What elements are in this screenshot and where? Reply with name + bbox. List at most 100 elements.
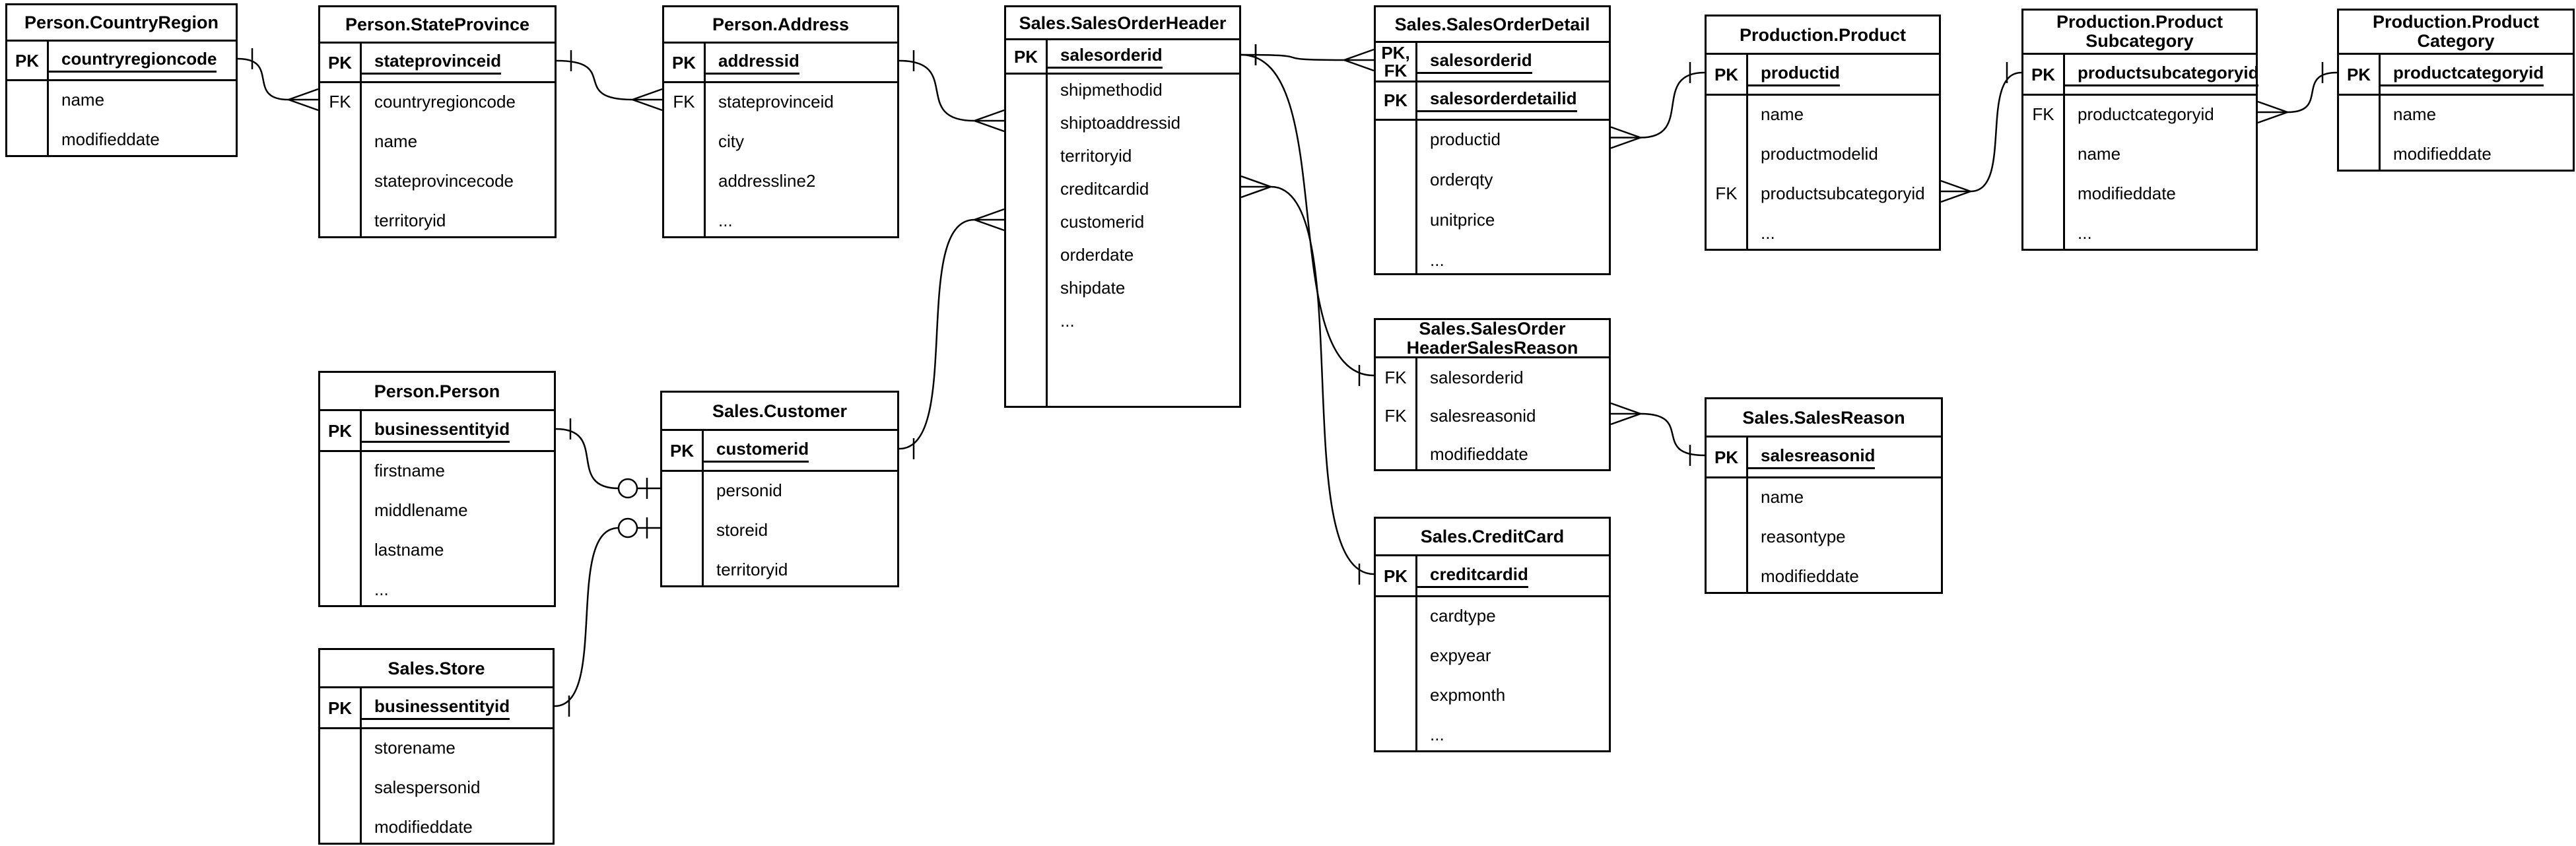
table-title-line: Category xyxy=(2417,31,2495,51)
field-row-personid: personid xyxy=(662,471,897,510)
field-name: territoryid xyxy=(374,210,446,230)
section-divider xyxy=(664,81,897,83)
field-row-name: name xyxy=(2023,134,2256,174)
field-row-more: ... xyxy=(2023,213,2256,253)
field-name: salesreasonid xyxy=(1746,445,1876,469)
field-name: orderqty xyxy=(1430,170,1493,189)
section-divider xyxy=(1376,80,1609,82)
field-name: expmonth xyxy=(1430,684,1506,705)
table-title: Sales.SalesOrderHeader xyxy=(1006,7,1239,40)
field-row-shiptoaddressid: shiptoaddressid xyxy=(1006,106,1239,139)
field-row-more: ... xyxy=(1376,240,1609,280)
field-name: productid xyxy=(1430,129,1501,149)
table-title: Sales.SalesOrderDetail xyxy=(1376,7,1609,43)
field-name: modifieddate xyxy=(374,816,473,837)
key-label: FK xyxy=(673,91,695,112)
field-name: stateprovinceid xyxy=(360,51,502,75)
table-title: Person.Address xyxy=(664,7,897,44)
field-row-modifieddate: modifieddate xyxy=(7,119,236,159)
field-name: customerid xyxy=(702,439,809,463)
field-name: countryregioncode xyxy=(374,91,516,112)
field-row-more: ... xyxy=(664,201,897,240)
relationship-stateprovince-to-address xyxy=(556,59,633,101)
field-name: lastname xyxy=(374,539,444,560)
field-name: name xyxy=(2393,104,2437,124)
field-row-shipmethodid: shipmethodid xyxy=(1006,73,1239,106)
key-label: PK xyxy=(15,50,40,71)
field-row-lastname: lastname xyxy=(320,530,554,569)
field-name: ... xyxy=(718,210,733,230)
field-name: addressid xyxy=(704,51,799,75)
table-title-line: Sales.Store xyxy=(388,658,485,678)
crows-foot xyxy=(1610,126,1641,139)
key-label: PK xyxy=(669,440,695,461)
field-row-reasontype: reasontype xyxy=(1707,517,1941,556)
field-name: modifieddate xyxy=(2078,183,2176,203)
table-title: Sales.Store xyxy=(320,650,553,688)
table-title-line: Person.StateProvince xyxy=(345,15,530,34)
table-title: Sales.SalesReason xyxy=(1707,399,1941,438)
field-name: creditcardid xyxy=(1060,178,1149,199)
crows-foot xyxy=(974,119,1005,133)
field-name: shiptoaddressid xyxy=(1060,112,1181,133)
table-title: Sales.Customer xyxy=(662,393,897,431)
crows-foot xyxy=(1240,175,1271,188)
table-title-line: Production.Product xyxy=(2373,12,2539,32)
field-row-modifieddate: modifieddate xyxy=(2339,134,2573,174)
field-row-customerid: PK customerid xyxy=(662,431,897,471)
field-name: stateprovincecode xyxy=(374,170,514,191)
relationship-productcategory-to-productsubcategory xyxy=(2287,71,2338,114)
field-row-name: name xyxy=(7,80,236,119)
relationship-salesorderheader-to-salesorderdetail xyxy=(1240,53,1345,61)
key-label: FK xyxy=(2032,104,2054,124)
key-column-divider xyxy=(360,411,362,605)
table-title: Person.CountryRegion xyxy=(7,5,236,42)
field-name: modifieddate xyxy=(61,129,160,149)
table-title-line: Sales.Customer xyxy=(712,401,848,421)
section-divider xyxy=(1707,93,1939,96)
field-row-modifieddate: modifieddate xyxy=(2023,174,2256,213)
key-column-divider xyxy=(1415,556,1417,750)
field-name: customerid xyxy=(1060,211,1145,232)
key-label: FK xyxy=(1384,405,1407,426)
key-label: FK xyxy=(329,91,351,112)
field-name: territoryid xyxy=(1060,145,1132,166)
section-divider xyxy=(320,81,555,83)
table-title-line: Production.Product xyxy=(2056,12,2223,32)
table-title-line: Person.Person xyxy=(374,381,500,401)
key-column-divider xyxy=(1746,438,1748,592)
section-divider xyxy=(1376,118,1609,121)
field-row-modifieddate: modifieddate xyxy=(1376,435,1609,473)
table-title-line: Sales.CreditCard xyxy=(1420,527,1565,546)
field-row-shipdate: shipdate xyxy=(1006,271,1239,304)
field-name: modifieddate xyxy=(1761,566,1859,586)
field-name: ... xyxy=(1060,310,1075,331)
field-name: creditcardid xyxy=(1415,564,1528,588)
section-divider xyxy=(662,469,897,472)
crows-foot xyxy=(974,208,1005,221)
relationship-person-to-customer xyxy=(555,428,619,490)
field-row-stateprovincecode: stateprovincecode xyxy=(320,161,555,201)
cardinality-zero-circle xyxy=(617,517,638,538)
